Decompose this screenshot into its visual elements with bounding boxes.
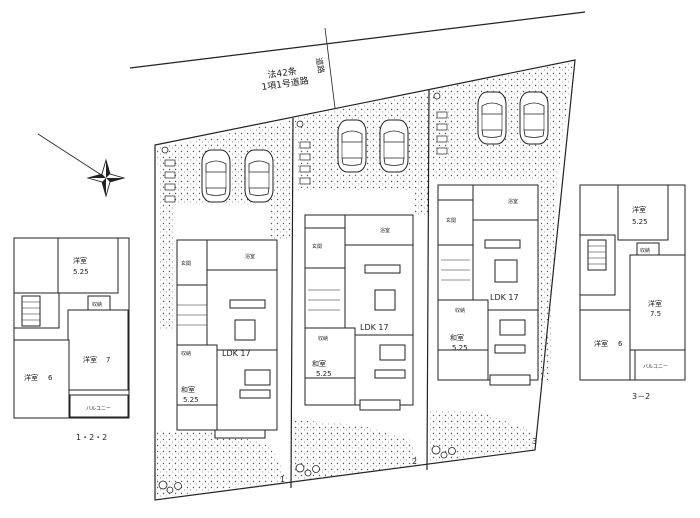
lot-divider-1 xyxy=(290,117,294,489)
lot-2-storage-label: 収納 xyxy=(318,335,328,342)
road-side-line xyxy=(324,27,336,109)
lot-1-entrance-label: 玄関 xyxy=(181,260,191,267)
site-boundary xyxy=(154,59,576,501)
shrub-icons xyxy=(158,92,456,494)
left-room-a-label: 洋室 xyxy=(73,256,87,265)
left-room-b-size: 7 xyxy=(106,356,110,364)
lot-3-entrance-label: 玄関 xyxy=(446,217,456,224)
lot-3-storage-label: 収納 xyxy=(455,307,465,314)
left-room-c-label: 洋室 xyxy=(24,373,38,382)
lot-1-house xyxy=(176,239,278,439)
right-storage-label: 収納 xyxy=(640,247,650,254)
lot-3-house xyxy=(437,184,539,386)
upper-floor-left xyxy=(13,237,130,419)
left-room-b-label: 洋室 xyxy=(83,355,97,364)
lot-1-bath-label: 浴室 xyxy=(245,253,255,260)
left-caption: 1・2・2 xyxy=(76,433,107,442)
upper-floor-right xyxy=(579,184,686,381)
lot-2-ldk-label: LDK 17 xyxy=(360,323,389,332)
lot-3-bath-label: 浴室 xyxy=(508,198,518,205)
lot-2-bath-label: 浴室 xyxy=(380,227,390,234)
right-caption: 3－2 xyxy=(632,392,650,401)
left-storage-label: 収納 xyxy=(92,301,102,308)
right-room-c-label: 洋室 xyxy=(594,339,608,348)
stepping-stones xyxy=(164,111,448,203)
lot-2-house xyxy=(304,214,414,411)
lot-1-number: 1 xyxy=(280,475,285,484)
lot-2-number: 2 xyxy=(412,457,417,466)
lot-3-ldk-label: LDK 17 xyxy=(490,293,519,302)
lot-1-ldk-label: LDK 17 xyxy=(222,349,251,358)
right-room-a-label: 洋室 xyxy=(632,205,646,214)
road-edge-line xyxy=(129,11,586,69)
right-room-b-size: 7.5 xyxy=(650,310,661,318)
right-room-b-label: 洋室 xyxy=(648,299,662,308)
left-room-a-size: 5.25 xyxy=(73,268,89,276)
lot-3-washitsu-label: 和室 xyxy=(450,333,464,342)
left-room-c-size: 6 xyxy=(48,374,53,382)
right-room-a-size: 5.25 xyxy=(632,218,648,226)
right-balcony-label: バルコニー xyxy=(643,364,668,370)
lot-3-number: 3 xyxy=(532,437,537,446)
lot-2-washitsu-size: 5.25 xyxy=(316,370,332,378)
lot-2-washitsu-label: 和室 xyxy=(312,359,326,368)
lot-1-washitsu-size: 5.25 xyxy=(183,396,199,404)
right-room-c-size: 6 xyxy=(618,340,623,348)
north-arrow-icon xyxy=(37,133,126,198)
lot-2-entrance-label: 玄関 xyxy=(312,243,322,250)
road-side-label: 道路 xyxy=(314,57,327,74)
lot-1-washitsu-label: 和室 xyxy=(181,385,195,394)
left-balcony-label: バルコニー xyxy=(86,406,111,412)
lot-1-storage-label: 収納 xyxy=(181,350,191,357)
lot-divider-2 xyxy=(426,89,430,471)
lot-3-washitsu-size: 5.25 xyxy=(452,344,468,352)
